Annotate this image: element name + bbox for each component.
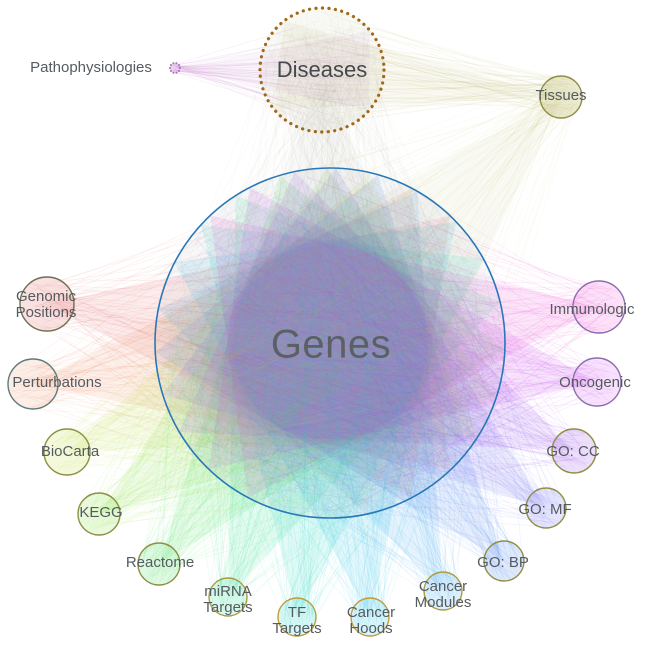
node-label-tf-targets[interactable]: TF Targets [272, 603, 322, 637]
node-label-biocarta[interactable]: BioCarta [40, 442, 100, 460]
node-label-diseases[interactable]: Diseases [276, 57, 368, 83]
edge-wedge-layer [33, 21, 599, 617]
node-circle-go-mf[interactable] [525, 487, 567, 529]
diseases-dot-ring [258, 6, 386, 134]
node-circle-biocarta[interactable] [43, 428, 91, 476]
node-circle-oncogenic[interactable] [572, 357, 622, 407]
node-label-oncogenic[interactable]: Oncogenic [559, 373, 631, 391]
node-circle-kegg[interactable] [77, 492, 121, 536]
node-circle-mirna-targets[interactable] [208, 577, 248, 617]
node-circle-reactome[interactable] [137, 542, 181, 586]
node-label-genes[interactable]: Genes [270, 322, 392, 367]
node-circle-perturbations[interactable] [7, 358, 59, 410]
node-circle-genes[interactable] [154, 167, 506, 519]
node-circle-go-cc[interactable] [551, 428, 597, 474]
node-label-kegg[interactable]: KEGG [79, 503, 123, 521]
node-label-reactome[interactable]: Reactome [125, 553, 195, 571]
node-label-go-mf[interactable]: GO: MF [518, 500, 572, 518]
node-label-cancer-modules[interactable]: Cancer Modules [414, 577, 472, 611]
node-circle-genomic-positions[interactable] [19, 276, 75, 332]
node-label-mirna-targets[interactable]: miRNA Targets [203, 582, 253, 616]
node-circle-immunologic[interactable] [572, 280, 626, 334]
node-circle-tissues[interactable] [539, 75, 583, 119]
node-circle-diseases[interactable] [260, 8, 384, 132]
node-label-genomic-positions[interactable]: Genomic Positions [15, 287, 77, 321]
node-circle-go-bp[interactable] [483, 540, 525, 582]
node-layer [7, 6, 626, 637]
node-label-immunologic[interactable]: Immunologic [549, 300, 635, 318]
node-circle-pathophysiologies[interactable] [169, 62, 181, 74]
node-label-tissues[interactable]: Tissues [535, 86, 587, 104]
node-label-pathophysiologies[interactable]: Pathophysiologies [30, 58, 152, 76]
node-label-cancer-hoods[interactable]: Cancer Hoods [346, 603, 396, 637]
node-label-go-cc[interactable]: GO: CC [546, 442, 600, 460]
node-circle-cancer-modules[interactable] [423, 571, 463, 611]
node-circle-tf-targets[interactable] [277, 597, 317, 637]
edge-line-layer [10, 8, 625, 634]
node-circle-cancer-hoods[interactable] [350, 597, 390, 637]
node-label-go-bp[interactable]: GO: BP [477, 553, 529, 571]
node-label-perturbations[interactable]: Perturbations [12, 373, 102, 391]
